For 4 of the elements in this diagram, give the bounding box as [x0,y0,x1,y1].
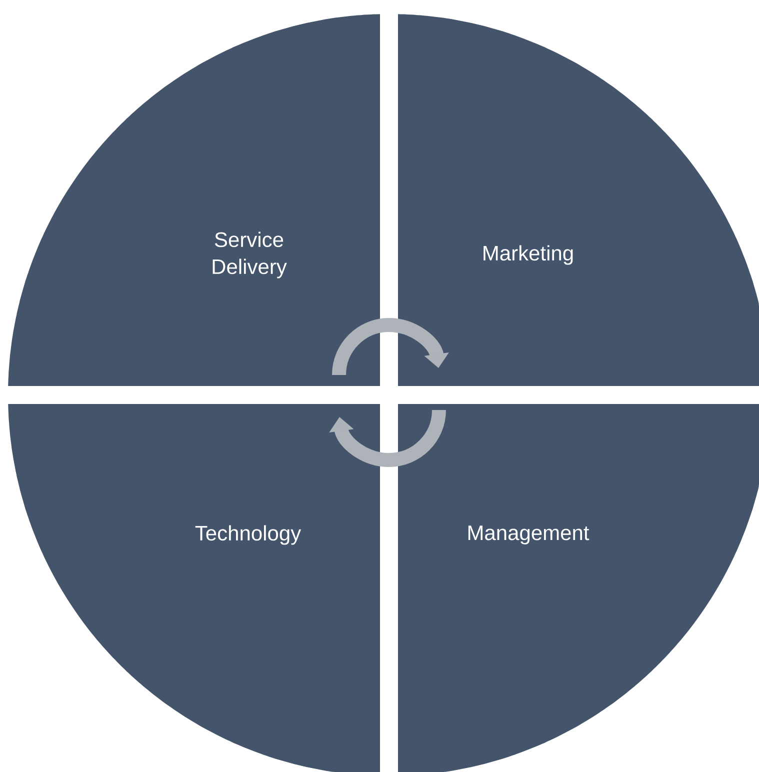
quadrant: Technology [8,404,380,772]
quadrant: Service Delivery [8,14,380,386]
quadrant: Management [398,404,759,772]
quadrant: Marketing [398,14,759,386]
